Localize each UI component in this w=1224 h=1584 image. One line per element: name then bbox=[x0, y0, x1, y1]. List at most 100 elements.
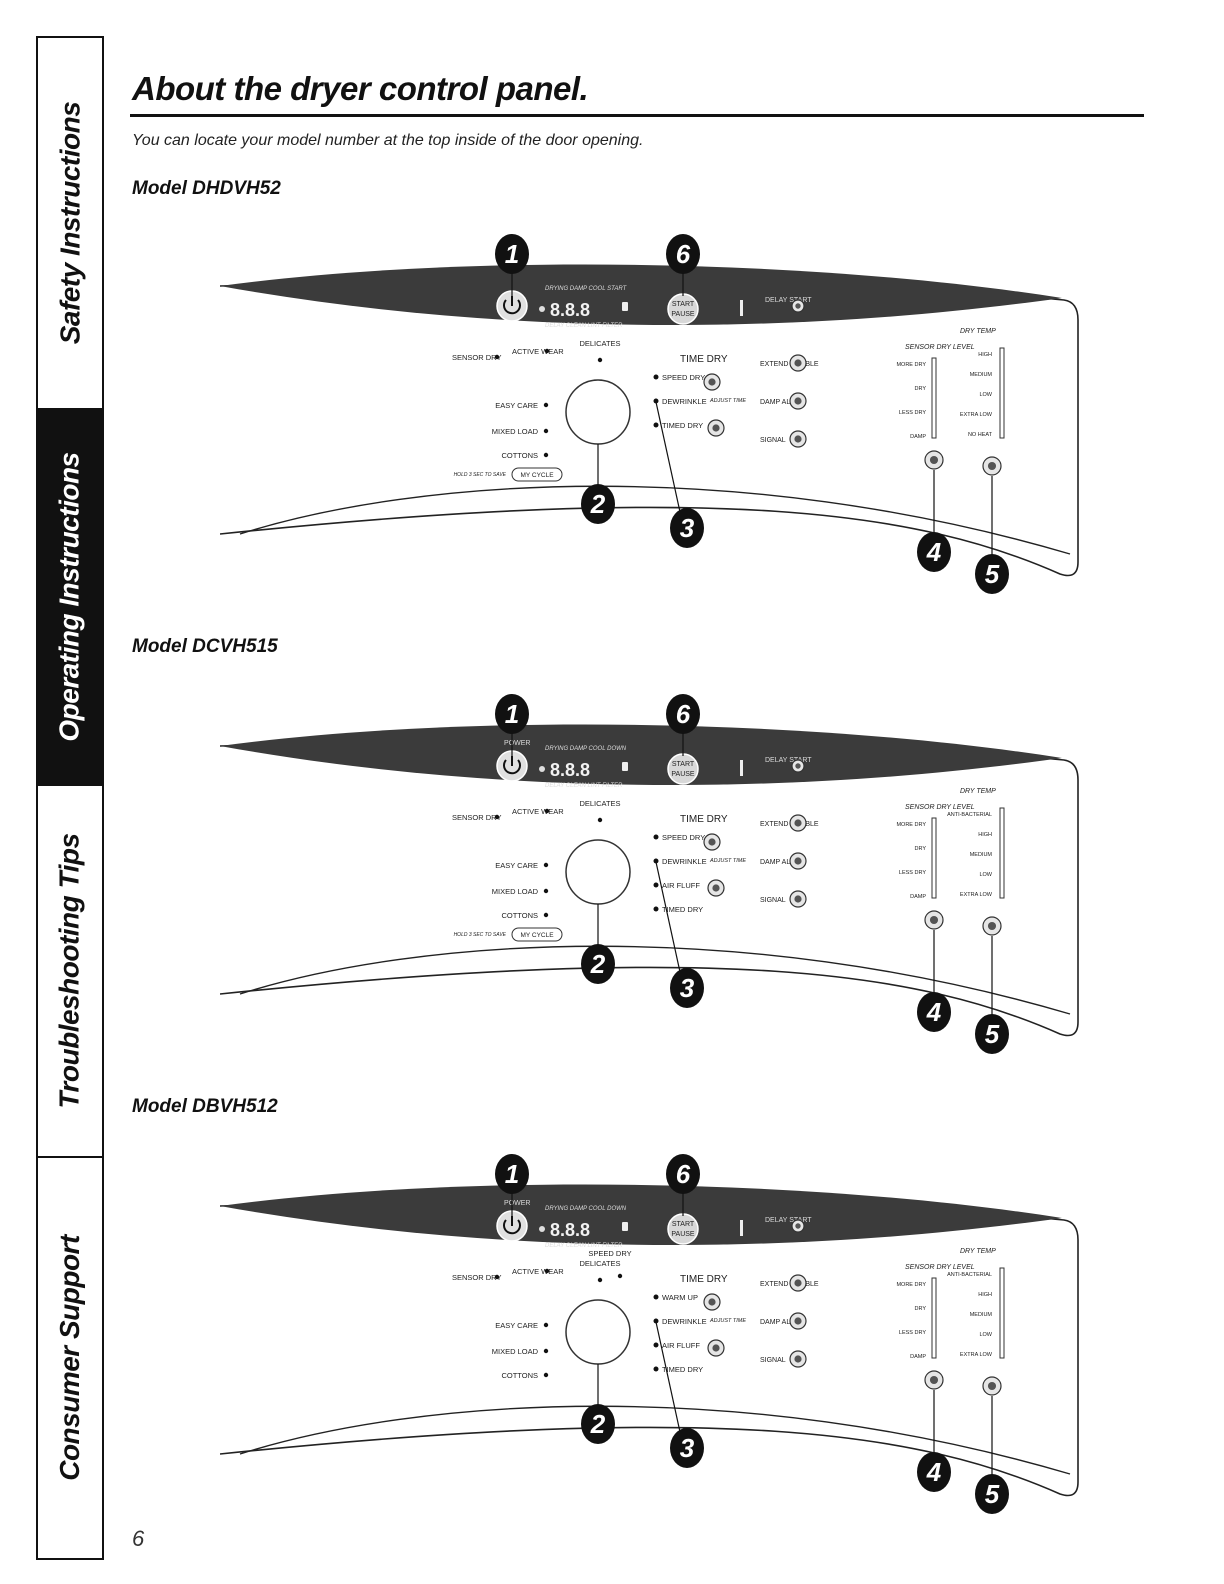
hold-label: HOLD 3 SEC TO SAVE bbox=[454, 932, 507, 938]
page-number: 6 bbox=[132, 1526, 145, 1551]
sensor-dry-level-button[interactable] bbox=[924, 1370, 944, 1390]
start-label: START bbox=[672, 301, 695, 308]
sensor-level-label: MORE DRY bbox=[896, 1282, 926, 1288]
tab-label: Safety Instructions bbox=[54, 101, 85, 345]
start-pause-button[interactable]: START PAUSE bbox=[667, 1213, 699, 1245]
time-dry-up-button[interactable] bbox=[703, 833, 721, 851]
status-text: DELAY CLEAN LINT FILTER bbox=[545, 1243, 623, 1249]
time-dry-up-button[interactable] bbox=[703, 373, 721, 391]
delay-start-label: DELAY START bbox=[765, 297, 812, 304]
hold-label: HOLD 3 SEC TO SAVE bbox=[454, 472, 507, 478]
option-button[interactable] bbox=[789, 1274, 807, 1292]
tab-troubleshooting-tips[interactable]: Troubleshooting Tips bbox=[38, 786, 102, 1158]
time-dry-up-button[interactable] bbox=[703, 1293, 721, 1311]
cycle-selector-knob[interactable] bbox=[565, 1299, 631, 1365]
dry-temp-button[interactable] bbox=[982, 916, 1002, 936]
pause-label: PAUSE bbox=[671, 1231, 695, 1238]
divider bbox=[740, 300, 743, 316]
callout-number: 5 bbox=[975, 1014, 1009, 1054]
temp-label: MEDIUM bbox=[970, 372, 993, 378]
adjust-time-label: ADJUST TIME bbox=[709, 398, 746, 404]
time-dry-down-button[interactable] bbox=[707, 1339, 725, 1357]
sensor-level-label: LESS DRY bbox=[899, 1330, 926, 1336]
dry-temp-label: DRY TEMP bbox=[960, 328, 996, 335]
status-text: DRYING DAMP COOL START bbox=[545, 286, 628, 292]
cycle-indicator bbox=[494, 354, 500, 360]
power-button[interactable] bbox=[496, 1210, 528, 1242]
tab-operating-instructions[interactable]: Operating Instructions bbox=[38, 410, 102, 786]
option-button[interactable] bbox=[789, 1312, 807, 1330]
power-label: POWER bbox=[504, 740, 530, 747]
start-label: START bbox=[672, 1221, 695, 1228]
my-cycle-button[interactable]: MY CYCLE bbox=[511, 927, 563, 942]
signal-icon bbox=[539, 306, 545, 312]
option-button[interactable] bbox=[789, 890, 807, 908]
leader-line bbox=[655, 401, 681, 513]
level-bar bbox=[931, 1277, 937, 1359]
option-label: DAMP ALERT bbox=[760, 399, 805, 406]
sensor-dry-level-button[interactable] bbox=[924, 450, 944, 470]
cycle-label: COTTONS bbox=[501, 1371, 538, 1380]
cycle-indicator bbox=[653, 1342, 659, 1348]
cycle-indicator bbox=[544, 808, 550, 814]
sensor-dry-level-label: SENSOR DRY LEVEL bbox=[905, 1264, 975, 1271]
sensor-level-label: MORE DRY bbox=[896, 822, 926, 828]
callout-number: 1 bbox=[495, 1154, 529, 1194]
cycle-label: AIR FLUFF bbox=[662, 881, 700, 890]
delay-start-button[interactable] bbox=[791, 1219, 805, 1233]
status-text: DELAY CLEAN LINT FILTER bbox=[545, 323, 623, 329]
my-cycle-button[interactable]: MY CYCLE bbox=[511, 467, 563, 482]
option-button[interactable] bbox=[789, 1350, 807, 1368]
option-label: EXTEND TUMBLE bbox=[760, 821, 819, 828]
signal-icon bbox=[539, 766, 545, 772]
cycle-indicator bbox=[543, 1372, 549, 1378]
cycle-label: SENSOR DRY bbox=[452, 813, 501, 822]
delay-start-button[interactable] bbox=[791, 299, 805, 313]
option-button[interactable] bbox=[789, 354, 807, 372]
temp-label: ANTI-BACTERIAL bbox=[947, 1272, 992, 1278]
option-button[interactable] bbox=[789, 392, 807, 410]
cycle-label: DELICATES bbox=[579, 339, 620, 348]
option-button[interactable] bbox=[789, 852, 807, 870]
cycle-label: SPEED DRY bbox=[662, 373, 705, 382]
lock-icon bbox=[622, 1222, 628, 1231]
callout-number: 1 bbox=[495, 234, 529, 274]
status-text: DRYING DAMP COOL DOWN bbox=[545, 746, 627, 752]
option-button[interactable] bbox=[789, 814, 807, 832]
sensor-dry-level-button[interactable] bbox=[924, 910, 944, 930]
power-label: POWER bbox=[504, 1200, 530, 1207]
cycle-label: EASY CARE bbox=[495, 1321, 538, 1330]
title-rule bbox=[130, 114, 1144, 117]
cycle-label: DEWRINKLE bbox=[662, 1317, 707, 1326]
temp-label: MEDIUM bbox=[970, 1312, 993, 1318]
cycle-selector-knob[interactable] bbox=[565, 839, 631, 905]
cycle-indicator bbox=[597, 817, 603, 823]
time-dry-down-button[interactable] bbox=[707, 879, 725, 897]
console-band bbox=[220, 724, 1062, 786]
cycle-selector-knob[interactable] bbox=[565, 379, 631, 445]
option-label: DAMP ALERT bbox=[760, 1319, 805, 1326]
callout-number: 3 bbox=[670, 508, 704, 548]
option-button[interactable] bbox=[789, 430, 807, 448]
callout-number: 4 bbox=[917, 1452, 951, 1492]
delay-start-button[interactable] bbox=[791, 759, 805, 773]
option-label: SIGNAL bbox=[760, 897, 786, 904]
cycle-indicator bbox=[653, 858, 659, 864]
dry-temp-button[interactable] bbox=[982, 1376, 1002, 1396]
callout-number: 2 bbox=[581, 484, 615, 524]
sensor-level-label: LESS DRY bbox=[899, 410, 926, 416]
tab-safety-instructions[interactable]: Safety Instructions bbox=[38, 38, 102, 410]
cycle-label: DELICATES bbox=[579, 799, 620, 808]
lock-icon bbox=[622, 762, 628, 771]
power-icon bbox=[503, 759, 521, 775]
tab-consumer-support[interactable]: Consumer Support bbox=[38, 1158, 102, 1558]
time-dry-down-button[interactable] bbox=[707, 419, 725, 437]
dry-temp-label: DRY TEMP bbox=[960, 788, 996, 795]
cycle-indicator bbox=[543, 1322, 549, 1328]
cycle-label: ACTIVE WEAR bbox=[512, 1267, 564, 1276]
dry-temp-button[interactable] bbox=[982, 456, 1002, 476]
